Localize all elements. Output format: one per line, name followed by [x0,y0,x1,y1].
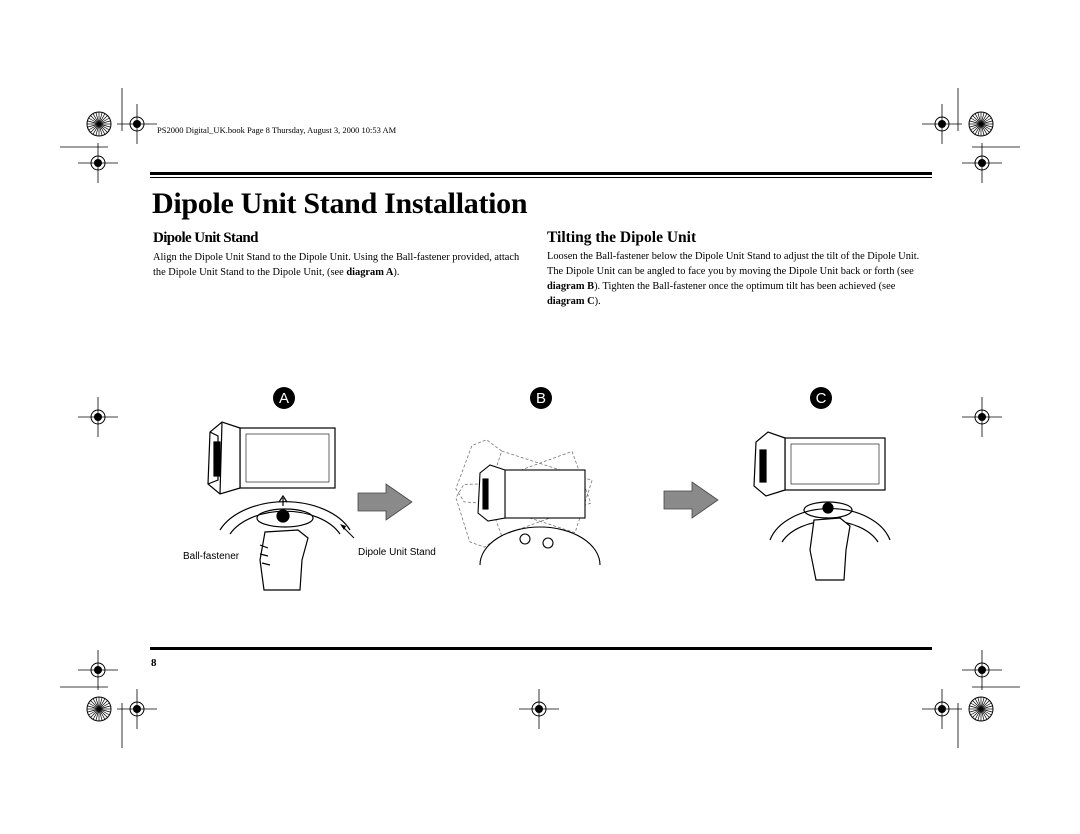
starburst-target-icon [968,111,994,137]
registration-mark-icon [116,103,158,145]
registration-mark-icon [921,688,963,730]
registration-mark-icon [77,142,119,184]
section-heading-tilt: Tilting the Dipole Unit [547,229,697,246]
registration-mark-icon [116,688,158,730]
page-title: Dipole Unit Stand Installation [152,187,528,220]
registration-mark-icon [77,649,119,691]
registration-mark-icon [77,396,119,438]
registration-mark-icon [961,396,1003,438]
registration-mark-icon [921,103,963,145]
dipole-unit-c [753,431,886,497]
section-text-tilt: Loosen the Ball-fastener below the Dipol… [547,251,920,307]
diagram-b-badge: B [530,387,552,409]
dipole-unit-b [477,464,586,522]
starburst-target-icon [86,696,112,722]
arrow-right-icon [357,483,413,521]
ref-diagram-c: diagram C [547,296,595,307]
bottom-rule [150,647,932,650]
page-number: 8 [151,657,157,669]
diagram-c [753,431,891,581]
hand-icon [256,494,314,591]
registration-mark-icon [961,142,1003,184]
starburst-target-icon [968,696,994,722]
diagram-a [207,421,355,591]
starburst-target-icon [86,111,112,137]
top-rule-thin [150,177,932,178]
label-dipole-unit-stand: Dipole Unit Stand [358,547,436,558]
registration-mark-icon [518,688,560,730]
diagram-b [455,439,601,566]
dipole-unit-a [207,421,336,495]
label-ball-fastener: Ball-fastener [183,551,240,562]
stand-arc-b [479,526,601,566]
ref-diagram-b: diagram B [547,281,595,292]
top-rule [150,172,932,175]
ref-diagram-a: diagram A [346,267,394,278]
diagram-a-badge: A [273,387,295,409]
section-heading-stand: Dipole Unit Stand [153,230,258,246]
arrow-right-icon [663,481,719,519]
diagram-c-badge: C [810,387,832,409]
registration-mark-icon [961,649,1003,691]
print-header-line: PS2000 Digital_UK.book Page 8 Thursday, … [157,125,397,135]
hand-icon [803,501,853,581]
section-text-stand: Align the Dipole Unit Stand to the Dipol… [153,252,520,278]
